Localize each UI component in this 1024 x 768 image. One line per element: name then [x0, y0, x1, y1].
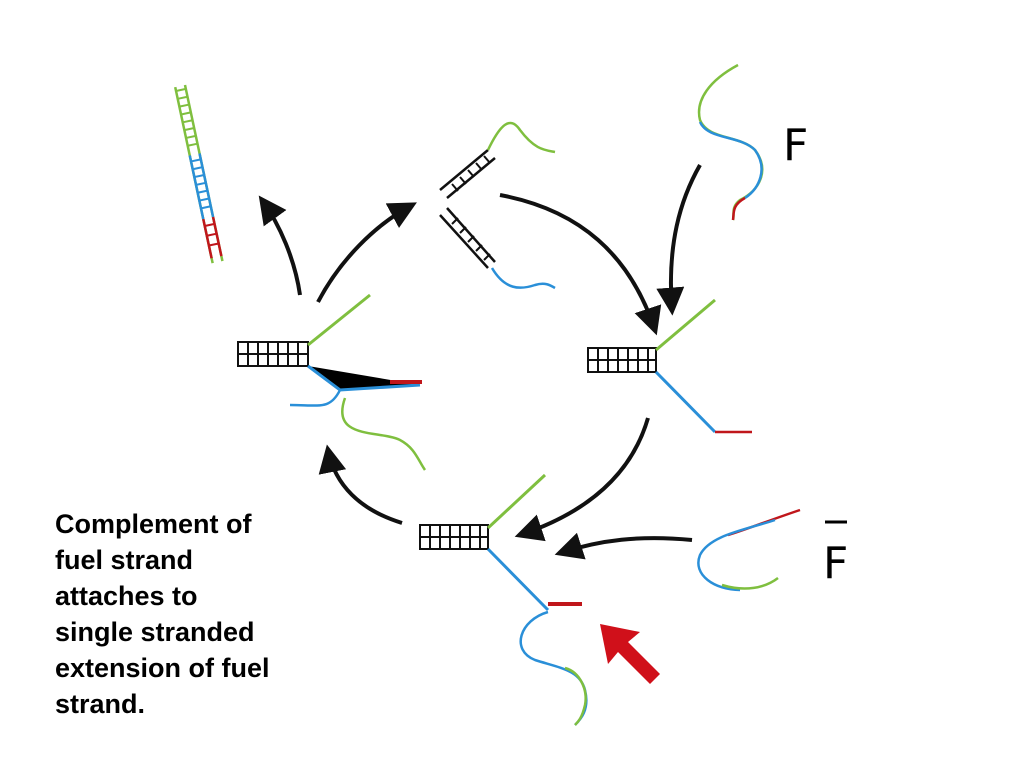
- arrow-to-left: [318, 444, 403, 525]
- fuel-strand: F: [697, 63, 808, 221]
- arrow-release: [258, 195, 302, 296]
- released-duplex: [173, 84, 224, 264]
- caption-line: attaches to: [55, 581, 198, 611]
- fuel-label: F: [783, 120, 808, 171]
- cycle-arrows: [258, 164, 702, 560]
- arrow-to-bottom: [514, 417, 650, 542]
- caption-line: strand.: [55, 689, 146, 719]
- bottom-complex: [419, 473, 588, 726]
- left-complex: [237, 293, 427, 471]
- arrow-open: [316, 202, 417, 303]
- caption-line: Complement of: [55, 509, 252, 539]
- right-complex: [587, 298, 752, 434]
- arrow-close-right: [499, 193, 662, 336]
- open-tweezers: [439, 121, 556, 290]
- complement-label: F: [823, 538, 848, 589]
- arrow-complement-in: [554, 532, 693, 560]
- highlight-arrow: [600, 624, 660, 684]
- complement-strand: F: [697, 508, 848, 592]
- caption: Complement of fuel strand attaches to si…: [55, 506, 355, 722]
- arrow-fuel-in: [656, 164, 702, 316]
- caption-line: fuel strand: [55, 545, 194, 575]
- caption-line: extension of fuel: [55, 653, 270, 683]
- caption-line: single stranded: [55, 617, 255, 647]
